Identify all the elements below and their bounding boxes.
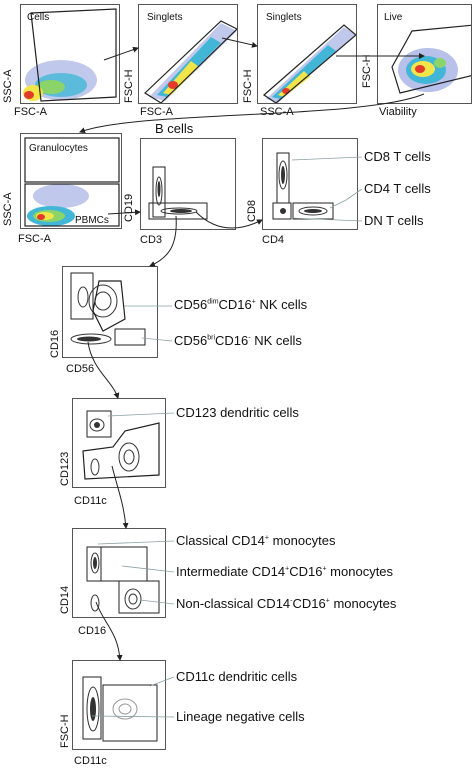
final-x-axis: CD11c [74, 755, 107, 767]
cells-density [23, 8, 117, 102]
tcells-plot [262, 138, 358, 230]
final-contours [82, 676, 158, 742]
nk-bri-label: CD56briCD16- NK cells [174, 333, 302, 348]
cd4-tcells-label: CD4 T cells [364, 181, 431, 196]
nk-contours [70, 272, 146, 346]
nk-dim-label: CD56dimCD16+ NK cells [174, 297, 308, 312]
granulocytes-plot: Granulocytes PBMCs [20, 133, 122, 229]
dc123-y-axis: CD123 [59, 451, 71, 486]
singlets-a-y-axis: FSC-H [123, 69, 135, 103]
live-gate-label: Live [384, 12, 403, 23]
bcells-plot [140, 138, 236, 230]
cells-x-axis: FSC-A [14, 106, 47, 118]
singlets-a-gate-label: Singlets [147, 12, 183, 23]
dc123-x-axis: CD11c [74, 495, 107, 507]
bcells-contours [148, 166, 208, 220]
singlets-b-density [263, 24, 356, 103]
bcells-y-axis: CD19 [123, 193, 135, 222]
lineage-negative-label: Lineage negative cells [176, 709, 305, 724]
nk-y-axis: CD16 [49, 329, 61, 358]
classical-mono-label: Classical CD14+ monocytes [176, 533, 336, 548]
dn-tcells-label: DN T cells [364, 213, 424, 228]
granulocytes-gate-label: Granulocytes [29, 143, 88, 154]
singlets-b-x-axis: SSC-A [260, 106, 294, 118]
singlets-b-plot: Singlets [257, 4, 357, 104]
tcells-x-axis: CD4 [262, 234, 285, 246]
live-density [391, 24, 471, 94]
tcells-y-axis: CD8 [246, 199, 258, 222]
singlets-b-gate-label: Singlets [266, 12, 302, 23]
mono-y-axis: CD14 [59, 585, 71, 614]
granulocytes-density [24, 137, 120, 227]
live-y-axis: FSC-H [361, 54, 373, 88]
tcells-contours [272, 152, 334, 220]
granulocytes-x-axis: FSC-A [18, 233, 51, 245]
mono-x-axis: CD16 [78, 625, 107, 637]
singlets-a-plot: Singlets [138, 4, 238, 104]
nk-x-axis: CD56 [66, 363, 95, 375]
b-cells-title: B cells [155, 121, 194, 136]
dc123-contours [82, 410, 160, 480]
cells-y-axis: SSC-A [2, 69, 14, 103]
cells-plot: Cells [20, 4, 120, 104]
nonclassical-mono-label: Non-classical CD14-CD16+ monocytes [176, 596, 397, 611]
pbmcs-gate-label: PBMCs [75, 215, 109, 226]
intermediate-mono-label: Intermediate CD14+CD16+ monocytes [176, 564, 394, 579]
singlets-a-density [144, 20, 237, 103]
dc123-plot [72, 398, 166, 488]
cells-gate-label: Cells [27, 12, 50, 23]
live-x-axis: Viability [379, 106, 417, 118]
final-plot [72, 660, 166, 750]
bcells-x-axis: CD3 [140, 234, 163, 246]
nk-plot [62, 266, 158, 358]
singlets-a-x-axis: FSC-A [140, 106, 173, 118]
mono-contours [86, 546, 160, 614]
cd11c-dc-label: CD11c dendritic cells [176, 669, 298, 684]
cd8-tcells-label: CD8 T cells [364, 149, 431, 164]
granulocytes-y-axis: SSC-A [2, 192, 14, 226]
cd123-dc-label: CD123 dendritic cells [176, 405, 299, 420]
mono-plot [72, 528, 166, 618]
live-plot: Live [377, 4, 472, 104]
singlets-b-y-axis: FSC-H [242, 69, 254, 103]
final-y-axis: FSC-H [59, 714, 71, 748]
